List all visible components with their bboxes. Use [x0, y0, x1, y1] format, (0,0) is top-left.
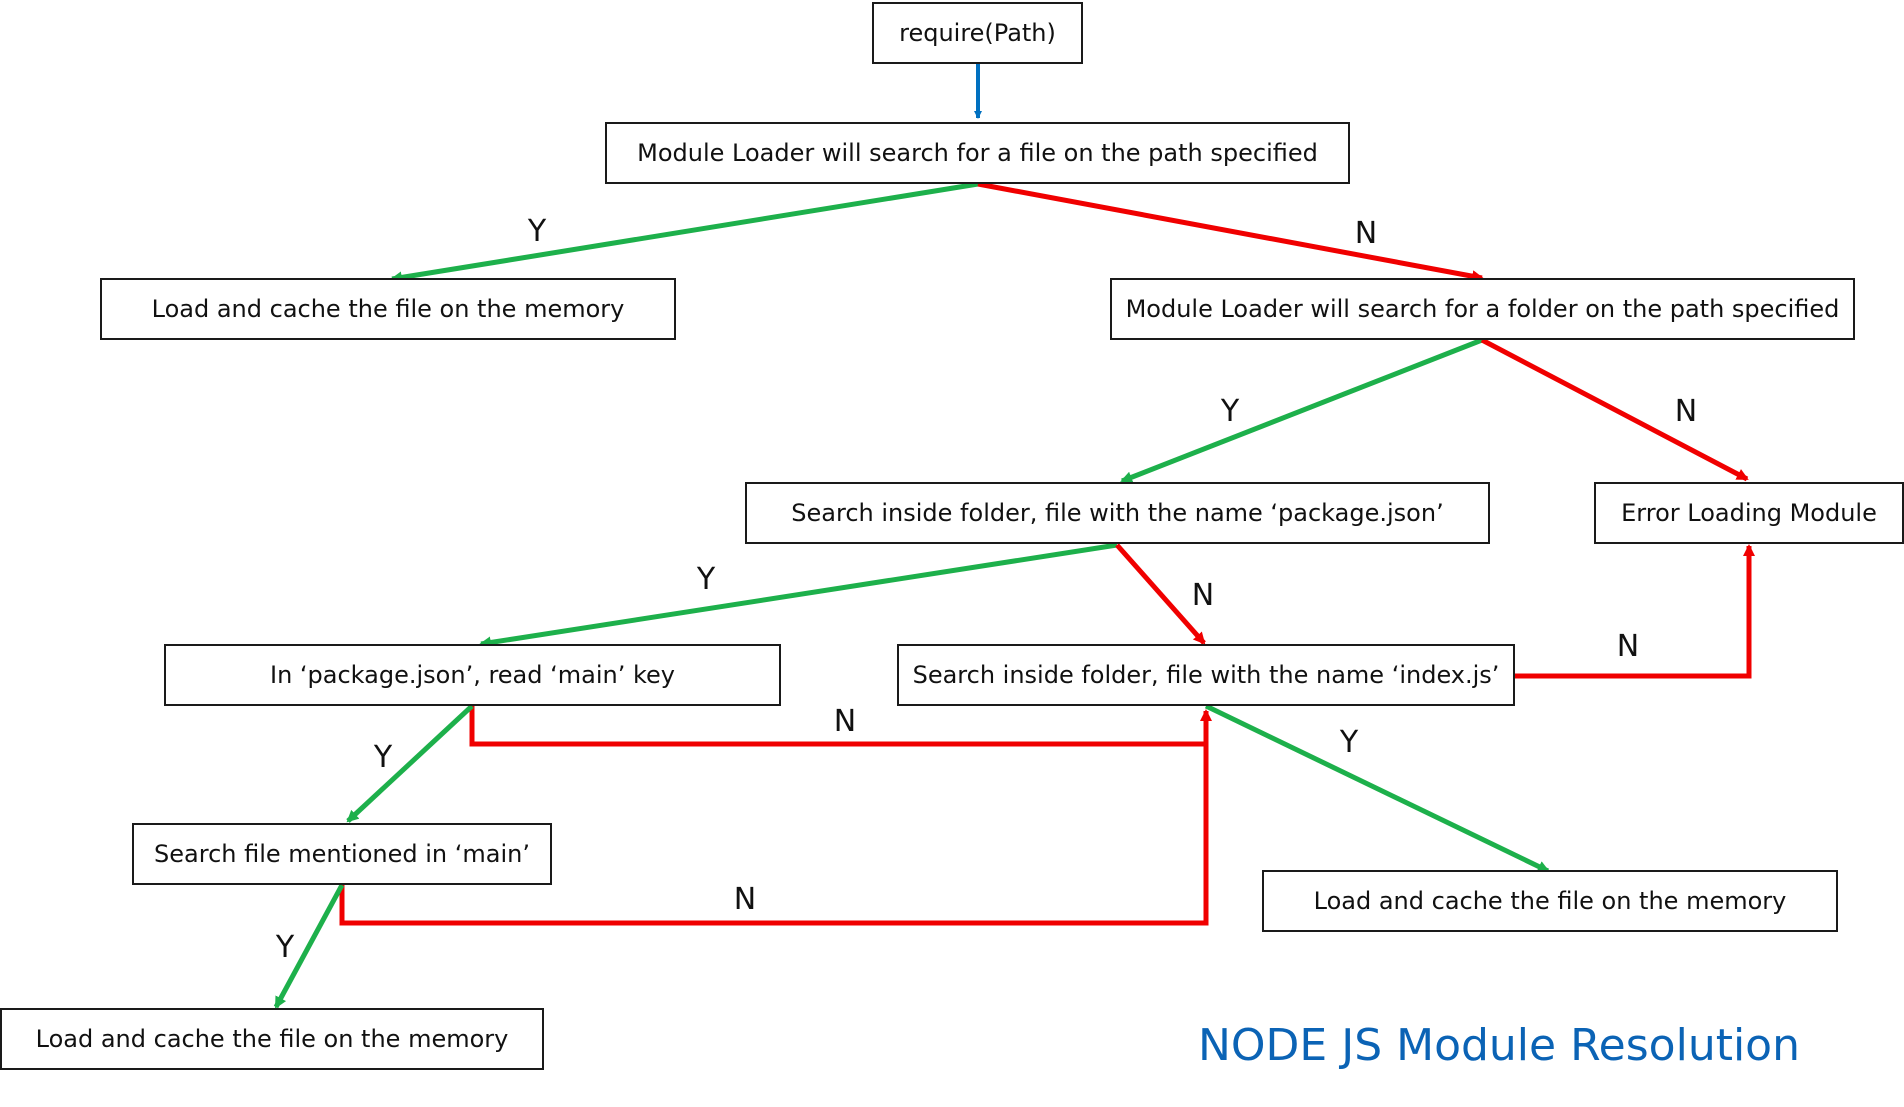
node-search-index-js: Search inside folder, file with the name…: [897, 644, 1515, 706]
edge-label-folder-no: N: [1674, 394, 1698, 429]
edge-main-file-no: [339, 744, 1209, 926]
node-load-cache-main: Load and cache the file on the memory: [0, 1008, 544, 1070]
edge-index-yes: [1204, 703, 1550, 874]
edge-label-file-yes: Y: [527, 214, 547, 249]
edge-pkg-no: [1115, 543, 1206, 645]
node-search-file: Module Loader will search for a file on …: [605, 122, 1350, 184]
node-search-folder: Module Loader will search for a folder o…: [1110, 278, 1855, 340]
edge-label-index-yes: Y: [1339, 725, 1359, 760]
edge-pkg-yes: [479, 542, 1118, 649]
edge-index-no: [1514, 544, 1755, 679]
node-read-main-key: In ‘package.json’, read ‘main’ key: [164, 644, 781, 706]
edge-label-main-file-yes: Y: [275, 930, 295, 965]
edge-label-file-no: N: [1354, 216, 1378, 251]
edge-label-main-key-no: N: [833, 704, 857, 739]
node-search-package-json: Search inside folder, file with the name…: [745, 482, 1490, 544]
edge-label-index-no: N: [1616, 629, 1640, 664]
edge-main-file-yes: [273, 883, 345, 1009]
node-load-cache-file: Load and cache the file on the memory: [100, 278, 676, 340]
node-load-cache-index: Load and cache the file on the memory: [1262, 870, 1838, 932]
edge-main-key-yes: [346, 704, 474, 823]
edge-file-no: [977, 181, 1484, 283]
edge-folder-yes: [1120, 337, 1483, 484]
edge-label-pkg-no: N: [1191, 578, 1215, 613]
edge-folder-no: [1480, 337, 1749, 482]
edge-file-yes: [390, 181, 979, 284]
edge-label-folder-yes: Y: [1220, 394, 1240, 429]
edge-label-main-key-yes: Y: [373, 740, 393, 775]
edge-main-key-no: [469, 706, 1212, 747]
node-require-path: require(Path): [872, 2, 1083, 64]
edge-label-main-file-no: N: [733, 882, 757, 917]
node-error-loading-module: Error Loading Module: [1594, 482, 1904, 544]
diagram-title: NODE JS Module Resolution: [1198, 1020, 1800, 1071]
node-search-main-file: Search file mentioned in ‘main’: [132, 823, 552, 885]
edge-label-pkg-yes: Y: [696, 562, 716, 597]
